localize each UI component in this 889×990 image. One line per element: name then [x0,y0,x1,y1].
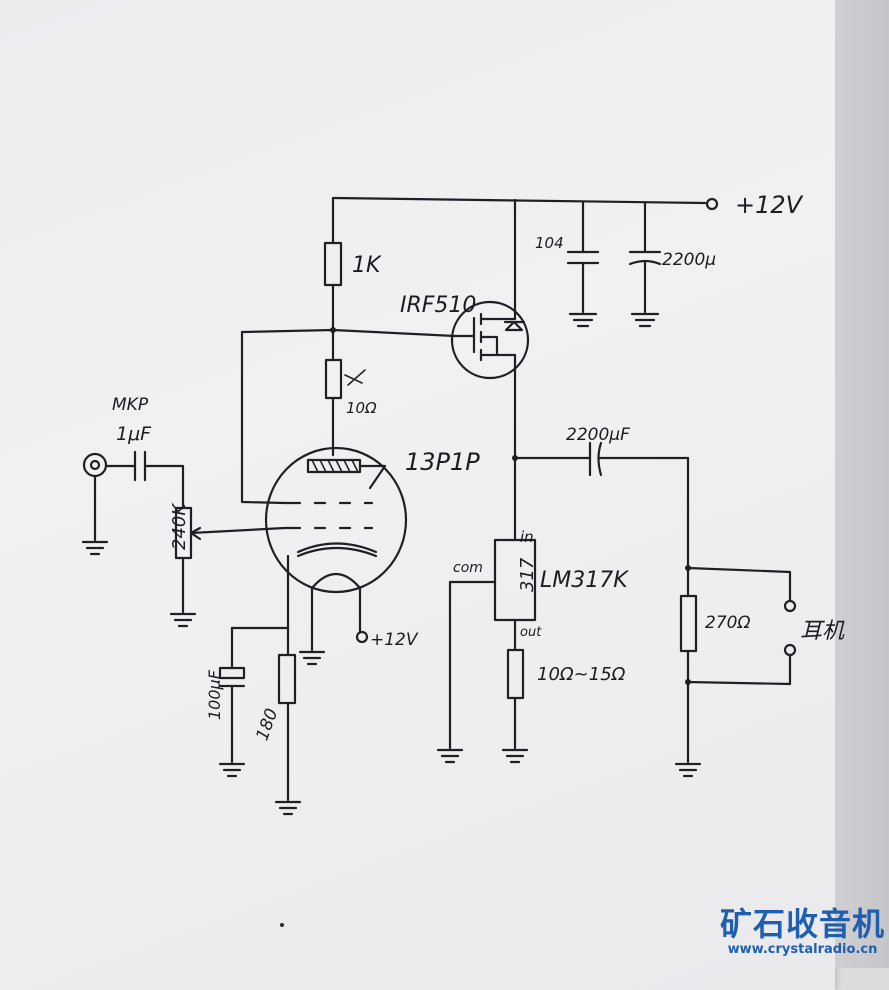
watermark-url: www.crystalradio.cn [727,942,878,957]
load-resistor: 270Ω [674,594,750,778]
gate-resistor: 10Ω [324,328,377,457]
cap-104-label: 104 [535,234,564,252]
tube-label: 13P1P [405,448,480,476]
reg-resistor-label: 10Ω~15Ω [537,664,626,685]
cathode-capacitor: 100μF [205,626,290,778]
cap-2200u-label: 2200μ [662,250,716,270]
headphone-label: 耳机 [800,619,845,644]
cathode-resistor: 180 [253,626,302,816]
cap-104: 104 [535,200,600,328]
gate-resistor-label: 10Ω [346,399,377,417]
input-capacitor: MKP 1μF [112,395,185,510]
site-watermark: 矿石收音机 www.crystalradio.cn [720,905,885,957]
headphone-jack: 耳机 [685,565,845,686]
plate-resistor-label: 1K [352,253,382,278]
mosfet-label: IRF510 [400,293,476,318]
output-capacitor: 2200μF [513,425,690,598]
regulator-body-label: 317 [517,557,538,592]
cathode-res-label: 180 [253,706,283,743]
cap-2200u: 2200μ [628,201,716,328]
paper-mark [280,923,284,927]
regulator-label: LM317K [540,568,629,593]
regulator-lm317k: 317 LM317K in com out 10Ω~15Ω [436,528,629,764]
paper-edge-shadow [835,0,889,968]
paper-sheet [0,0,835,990]
pin-out-label: out [520,625,542,640]
load-resistor-label: 270Ω [705,613,750,633]
tube-13p1p: 13P1P +12V [264,446,480,666]
mosfet-irf510: IRF510 [400,293,530,380]
pin-in-label: in [520,528,534,546]
pin-com-label: com [453,560,483,576]
input-cap-type-label: MKP [112,395,149,415]
watermark-name: 矿石收音机 [720,905,886,943]
volume-pot: 240K [169,503,287,628]
heater-supply-label: +12V [370,630,419,650]
input-jack [81,452,137,556]
circuit-schematic: +12V 1K 10Ω IRF510 [81,191,845,927]
supply-label: +12V [735,191,804,219]
pot-label: 240K [169,503,190,550]
output-cap-label: 2200μF [566,425,630,445]
supply-rail: +12V [331,191,804,219]
input-cap-value-label: 1μF [116,423,152,445]
cathode-cap-label: 100μF [205,669,224,720]
plate-resistor: 1K [323,196,382,332]
